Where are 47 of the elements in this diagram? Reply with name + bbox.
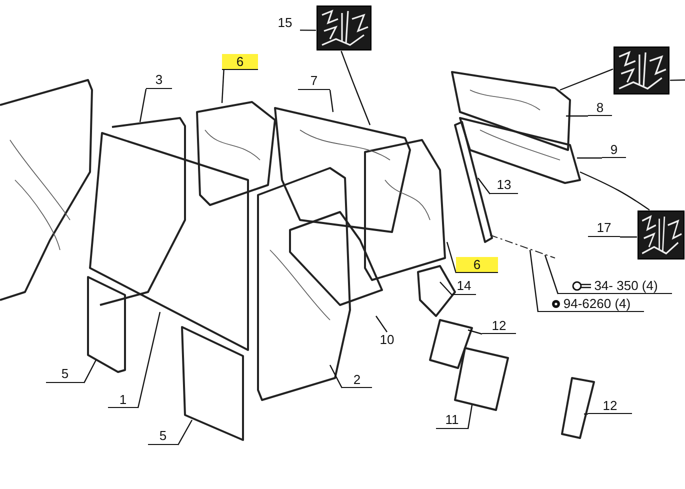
- leader-line: [177, 420, 193, 446]
- leader-line: [580, 171, 650, 210]
- leader-line: [544, 254, 559, 294]
- leader-line: [577, 157, 602, 159]
- leader-line: [670, 79, 685, 81]
- callout-number: 5: [61, 367, 69, 381]
- callout-number: 3: [155, 73, 163, 87]
- leader-line: [566, 115, 588, 117]
- leader-line: [446, 242, 457, 274]
- leader-line: [468, 329, 482, 335]
- leader-line: [478, 178, 490, 194]
- leader-line: [340, 50, 371, 126]
- leader-line: [560, 68, 614, 91]
- leader-line: [329, 90, 334, 112]
- leader-line: [467, 404, 473, 430]
- callout-number: 2: [353, 372, 361, 386]
- callout-number: 13: [496, 178, 512, 192]
- callout-number: 14: [456, 279, 472, 293]
- callout-number: 15: [278, 16, 292, 30]
- leader-line: [139, 88, 147, 122]
- leader-line: [83, 360, 97, 384]
- callout-number: 5: [159, 429, 167, 443]
- leader-line: [137, 312, 161, 408]
- leader-line: [376, 316, 388, 332]
- callout-number: 7: [310, 74, 318, 88]
- part-number: 34- 350 (4): [594, 278, 658, 292]
- callout-number: 6: [222, 54, 258, 70]
- callout-number: 9: [610, 142, 618, 156]
- callout-number: 11: [445, 413, 459, 427]
- part-number: 94-6260 (4): [563, 296, 631, 310]
- leader-line: [329, 364, 343, 388]
- callout-number: 1: [119, 392, 127, 406]
- leader-line: [440, 282, 452, 296]
- leader-line: [221, 70, 224, 104]
- leader-line: [620, 236, 637, 238]
- leader-line: [300, 30, 316, 31]
- callout-number: 8: [596, 100, 604, 114]
- callout-number: 10: [380, 333, 394, 347]
- callout-number: 12: [602, 398, 618, 412]
- decal-picture: [637, 210, 685, 260]
- leader-line: [529, 250, 539, 312]
- callout-number: 12: [492, 318, 506, 332]
- callout-number: 17: [596, 221, 612, 235]
- decal-picture: [613, 46, 670, 95]
- decal-picture: [316, 5, 372, 51]
- callout-number: 6: [456, 257, 498, 273]
- leader-line: [584, 413, 588, 415]
